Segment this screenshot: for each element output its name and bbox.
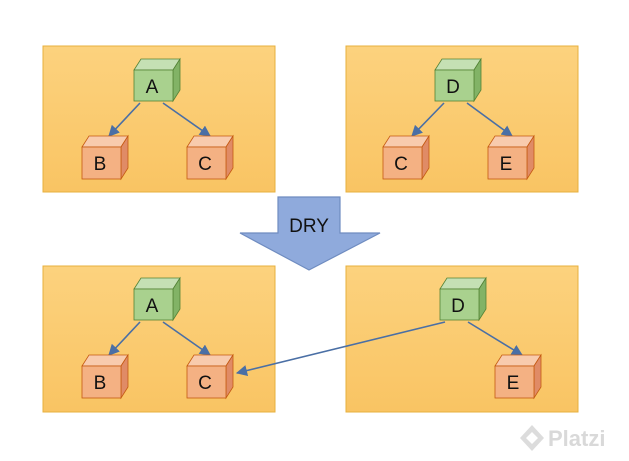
- cube-node-d-bottom: D: [439, 276, 487, 322]
- edge-d-c-top: [411, 102, 445, 137]
- cube-node-c-top-left: C: [186, 134, 234, 181]
- edge-a-b-top: [108, 102, 141, 137]
- dry-label: DRY: [289, 216, 329, 237]
- edge-d-e-top: [466, 102, 513, 137]
- cube-node-b-top: B: [81, 134, 129, 181]
- cube-node-e-top: E: [487, 134, 535, 181]
- node-label: E: [507, 373, 520, 394]
- edge-a-c-top: [162, 102, 211, 137]
- cube-node-c-bottom: C: [186, 353, 234, 400]
- cube-node-c-top-right: C: [382, 134, 430, 181]
- node-label: D: [451, 296, 465, 317]
- watermark-text: Platzi: [548, 426, 605, 451]
- edge-d-e-bottom: [467, 321, 523, 356]
- cube-node-d-top: D: [434, 57, 482, 103]
- platzi-logo-icon: [520, 425, 544, 451]
- node-label: A: [146, 296, 159, 317]
- node-label: C: [198, 154, 212, 175]
- cube-node-e-bottom: E: [494, 353, 542, 400]
- edge-a-c-bottom: [162, 321, 211, 356]
- node-label: B: [94, 373, 107, 394]
- node-label: A: [146, 77, 159, 98]
- dry-arrow: [239, 196, 381, 271]
- node-label: D: [446, 77, 460, 98]
- cube-node-a-bottom: A: [133, 276, 181, 322]
- node-label: E: [500, 154, 513, 175]
- cube-node-a-top: A: [133, 57, 181, 103]
- cube-node-b-bottom: B: [81, 353, 129, 400]
- node-label: C: [394, 154, 408, 175]
- node-label: C: [198, 373, 212, 394]
- node-label: B: [94, 154, 107, 175]
- edge-d-c-cross: [235, 321, 446, 377]
- edge-a-b-bottom: [108, 321, 141, 356]
